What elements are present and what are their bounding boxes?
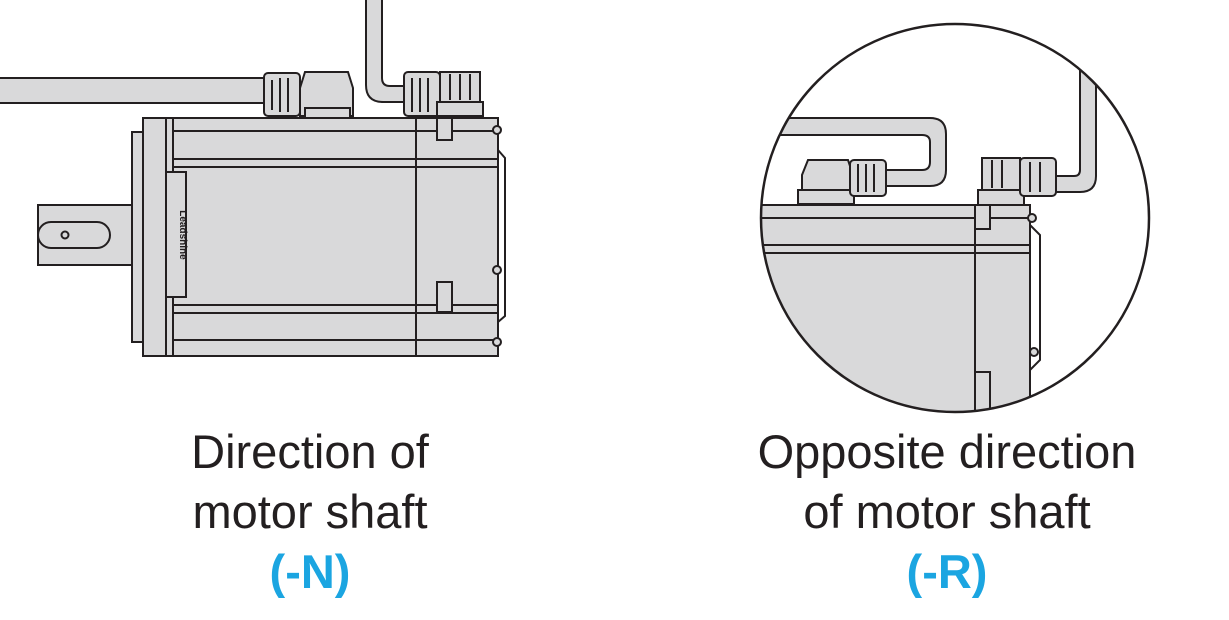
left-caption: Direction of motor shaft (-N) bbox=[60, 422, 560, 602]
left-caption-code: (-N) bbox=[269, 545, 351, 598]
left-caption-line2: motor shaft bbox=[192, 485, 428, 538]
right-caption-code: (-R) bbox=[906, 545, 988, 598]
motor-brand-logo: Leadshine bbox=[177, 210, 188, 260]
right-caption: Opposite direction of motor shaft (-R) bbox=[697, 422, 1197, 602]
right-caption-line2: of motor shaft bbox=[803, 485, 1091, 538]
right-motor-detail bbox=[759, 22, 1151, 414]
left-motor: Leadshine bbox=[0, 0, 506, 357]
magnifier-circle bbox=[759, 22, 1151, 414]
left-caption-line1: Direction of bbox=[191, 425, 429, 478]
right-caption-line1: Opposite direction bbox=[757, 425, 1137, 478]
